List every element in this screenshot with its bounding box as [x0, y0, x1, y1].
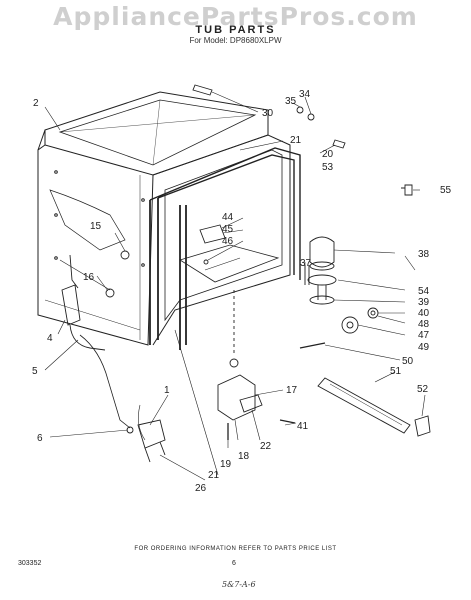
- callout-52: 52: [417, 384, 429, 395]
- callout-labels: 2 30 35 34 21 20 53 55 44 45 46 15 37 38…: [32, 89, 452, 494]
- callout-50: 50: [402, 356, 414, 367]
- callout-16: 16: [83, 272, 95, 283]
- callout-1: 1: [164, 385, 170, 396]
- callout-53: 53: [322, 162, 334, 173]
- callout-4: 4: [47, 333, 53, 344]
- door-gasket: [149, 147, 301, 350]
- callout-5: 5: [32, 366, 38, 377]
- callout-2: 2: [33, 98, 39, 109]
- callout-54: 54: [418, 286, 430, 297]
- callout-45: 45: [222, 224, 234, 235]
- callout-37: 37: [300, 258, 312, 269]
- callout-34: 34: [299, 89, 311, 100]
- callout-21-top: 21: [290, 135, 302, 146]
- callout-17: 17: [286, 385, 298, 396]
- callout-49: 49: [418, 342, 430, 353]
- callout-35: 35: [285, 96, 297, 107]
- callout-20: 20: [322, 149, 334, 160]
- model-line: For Model: DP8680XLPW: [189, 36, 282, 45]
- callout-44: 44: [222, 212, 234, 223]
- callout-55: 55: [440, 185, 452, 196]
- ordering-note: FOR ORDERING INFORMATION REFER TO PARTS …: [134, 546, 337, 552]
- callout-6: 6: [37, 433, 43, 444]
- callout-15: 15: [90, 221, 102, 232]
- leader-lines: [44, 91, 426, 481]
- callout-18: 18: [238, 451, 250, 462]
- callout-40: 40: [418, 308, 430, 319]
- callout-41: 41: [297, 421, 309, 432]
- callout-21-bottom: 21: [208, 470, 220, 481]
- callout-48: 48: [418, 319, 430, 330]
- handwritten-code: 5&7-A-6: [222, 580, 256, 589]
- callout-19: 19: [220, 459, 232, 470]
- callout-46: 46: [222, 236, 234, 247]
- callout-38: 38: [418, 249, 430, 260]
- tub-body: [37, 91, 291, 346]
- callout-47: 47: [418, 330, 430, 341]
- callout-30: 30: [262, 108, 274, 119]
- diagram-title: TUB PARTS: [195, 24, 276, 36]
- parts-small: [61, 84, 431, 463]
- page-number: 6: [232, 560, 236, 567]
- document-number: 303352: [18, 560, 42, 567]
- callout-51: 51: [390, 366, 402, 377]
- callout-26: 26: [195, 483, 207, 494]
- callout-39: 39: [418, 297, 430, 308]
- callout-22: 22: [260, 441, 272, 452]
- watermark: AppliancePartsPros.com: [53, 2, 418, 31]
